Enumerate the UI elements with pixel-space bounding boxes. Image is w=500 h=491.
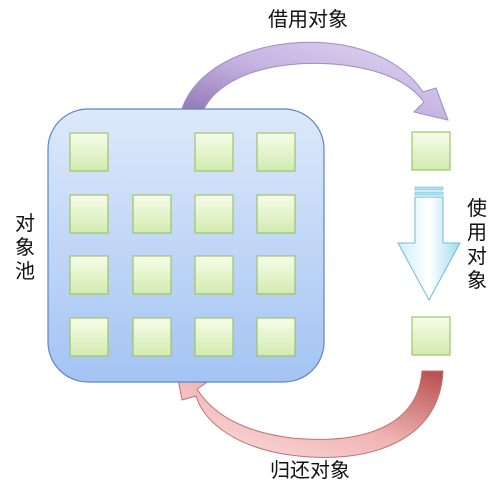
- pool-object: [132, 255, 172, 295]
- use-arrow: [397, 186, 461, 302]
- borrowed-object: [411, 131, 451, 171]
- pool-object: [69, 132, 109, 172]
- pool-object: [256, 317, 296, 357]
- pool-object-grid: [69, 132, 296, 357]
- use-label: 使用对象: [467, 196, 487, 292]
- pool-object: [256, 194, 296, 234]
- pool-object: [256, 132, 296, 172]
- used-object: [411, 316, 451, 356]
- pool-object: [69, 255, 109, 295]
- return-arrow: [175, 368, 444, 458]
- pool-object: [132, 194, 172, 234]
- pool-object: [194, 194, 234, 234]
- pool-object: [194, 132, 234, 172]
- pool-object: [194, 255, 234, 295]
- pool-object: [194, 317, 234, 357]
- pool-object: [256, 255, 296, 295]
- borrow-arrow: [178, 41, 449, 122]
- return-label: 归还对象: [270, 458, 350, 482]
- borrow-label: 借用对象: [268, 7, 348, 31]
- pool-object: [132, 317, 172, 357]
- pool-object: [69, 194, 109, 234]
- pool-object: [69, 317, 109, 357]
- pool-label: 对象池: [15, 211, 35, 283]
- object-pool-container: [47, 108, 325, 383]
